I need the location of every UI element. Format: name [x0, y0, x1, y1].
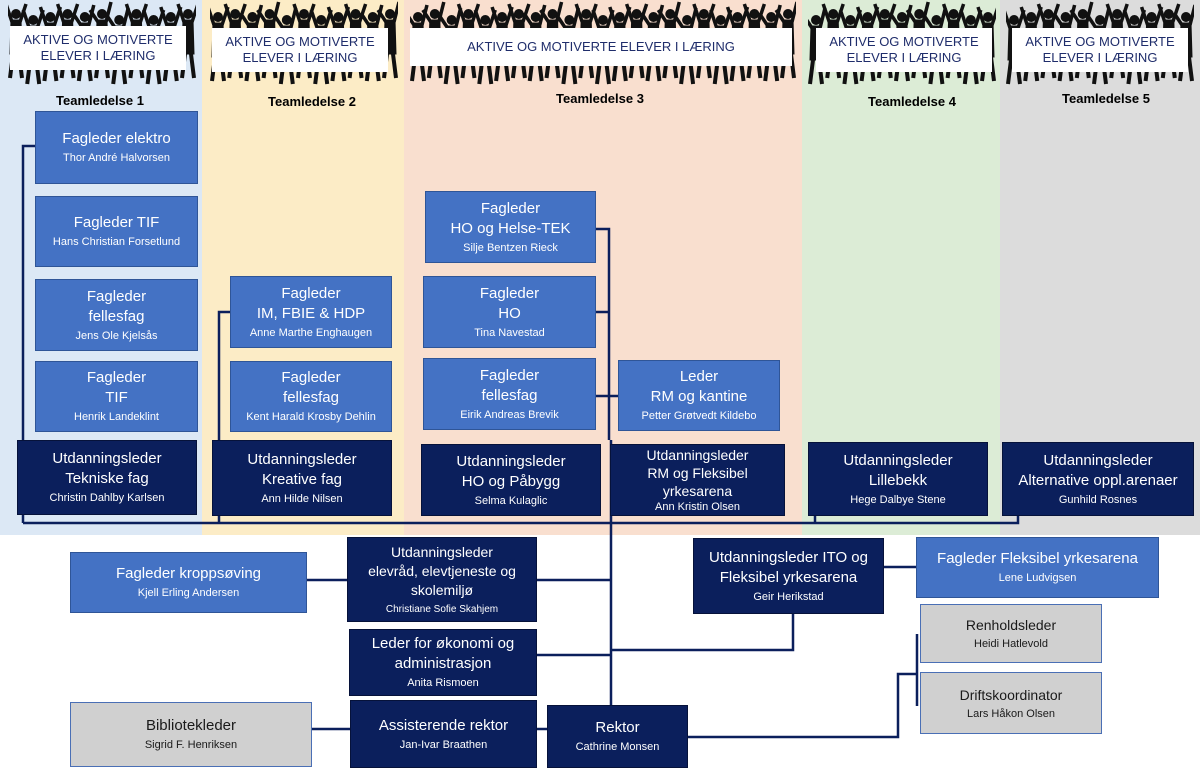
box-bibliotekleder[interactable]: Bibliotekleder Sigrid F. Henriksen: [70, 702, 312, 767]
box-name: Henrik Landeklint: [74, 411, 159, 423]
box-utdanningsleder-kreative-fag[interactable]: Utdanningsleder Kreative fag Ann Hilde N…: [212, 440, 392, 516]
box-fagleder-fleksibel-yrkesarena[interactable]: Fagleder Fleksibel yrkesarena Lene Ludvi…: [916, 537, 1159, 598]
box-title: Fagleder TIF: [86, 369, 147, 406]
team-label-5: Teamledelse 5: [1062, 91, 1150, 106]
box-name: Anita Rismoen: [407, 677, 479, 689]
box-title: Fagleder HO: [479, 284, 540, 322]
box-name: Thor André Halvorsen: [63, 152, 170, 164]
banner-team-2: AKTIVE OG MOTIVERTE ELEVER I LÆRING: [212, 28, 388, 72]
box-name: Hans Christian Forsetlund: [52, 236, 181, 248]
box-title: Driftskoordinator: [959, 686, 1063, 703]
banner-team-5: AKTIVE OG MOTIVERTE ELEVER I LÆRING: [1012, 28, 1188, 72]
box-fagleder-fellesfag-2[interactable]: Fagleder fellesfag Kent Harald Krosby De…: [230, 361, 392, 432]
box-fagleder-elektro[interactable]: Fagleder elektro Thor André Halvorsen: [35, 111, 198, 184]
box-utdanningsleder-alternative[interactable]: Utdanningsleder Alternative oppl.arenaer…: [1002, 442, 1194, 516]
box-name: Ann Hilde Nilsen: [261, 492, 343, 505]
box-utdanningsleder-tekniske-fag[interactable]: Utdanningsleder Tekniske fag Christin Da…: [17, 440, 197, 515]
box-rektor[interactable]: Rektor Cathrine Monsen: [547, 705, 688, 768]
team-label-2: Teamledelse 2: [268, 94, 356, 109]
box-utdanningsleder-elevrad[interactable]: Utdanningsleder elevråd, elevtjeneste og…: [347, 537, 537, 622]
box-driftskoordinator[interactable]: Driftskoordinator Lars Håkon Olsen: [920, 672, 1102, 734]
box-title: Utdanningsleder RM og Fleksibel yrkesare…: [646, 446, 749, 499]
box-utdanningsleder-lillebekk[interactable]: Utdanningsleder Lillebekk Hege Dalbye St…: [808, 442, 988, 516]
box-name: Christiane Sofie Skahjem: [385, 603, 499, 615]
box-title: Utdanningsleder Tekniske fag: [52, 450, 162, 487]
box-name: Jan-Ivar Braathen: [399, 738, 488, 751]
banner-text: AKTIVE OG MOTIVERTE ELEVER I LÆRING: [23, 32, 173, 63]
box-name: Ann Kristin Olsen: [655, 500, 740, 513]
banner-team-3: AKTIVE OG MOTIVERTE ELEVER I LÆRING: [410, 28, 792, 66]
box-title: Fagleder IM, FBIE & HDP: [256, 284, 366, 322]
box-assisterende-rektor[interactable]: Assisterende rektor Jan-Ivar Braathen: [350, 700, 537, 768]
team-label-3: Teamledelse 3: [556, 91, 644, 106]
box-title: Fagleder elektro: [62, 130, 171, 147]
team-label-4: Teamledelse 4: [868, 94, 956, 109]
box-fagleder-kroppsoving[interactable]: Fagleder kroppsøving Kjell Erling Anders…: [70, 552, 307, 613]
box-name: Eirik Andreas Brevik: [460, 408, 559, 421]
box-name: Petter Grøtvedt Kildebo: [641, 410, 757, 422]
banner-text: AKTIVE OG MOTIVERTE ELEVER I LÆRING: [829, 34, 979, 65]
box-name: Lars Håkon Olsen: [966, 707, 1056, 720]
box-name: Selma Kulaglic: [474, 494, 548, 507]
banner-text: AKTIVE OG MOTIVERTE ELEVER I LÆRING: [225, 34, 375, 65]
box-title: Fagleder Fleksibel yrkesarena: [937, 550, 1138, 567]
box-fagleder-ho-helse-tek[interactable]: Fagleder HO og Helse-TEK Silje Bentzen R…: [425, 191, 596, 263]
box-renholdsleder[interactable]: Renholdsleder Heidi Hatlevold: [920, 604, 1102, 663]
box-title: Utdanningsleder ITO og Fleksibel yrkesar…: [709, 548, 868, 586]
box-name: Heidi Hatlevold: [974, 638, 1048, 650]
box-name: Tina Navestad: [474, 326, 545, 339]
box-title: Leder RM og kantine: [650, 368, 748, 405]
box-name: Anne Marthe Enghaugen: [249, 326, 373, 339]
box-name: Kjell Erling Andersen: [137, 587, 240, 599]
box-fagleder-tif-1[interactable]: Fagleder TIF Hans Christian Forsetlund: [35, 196, 198, 267]
box-name: Hege Dalbye Stene: [850, 493, 946, 506]
box-fagleder-tif-2[interactable]: Fagleder TIF Henrik Landeklint: [35, 361, 198, 432]
box-utdanningsleder-ito-fleksibel[interactable]: Utdanningsleder ITO og Fleksibel yrkesar…: [693, 538, 884, 614]
box-fagleder-fellesfag-1[interactable]: Fagleder fellesfag Jens Ole Kjelsås: [35, 279, 198, 351]
box-title: Rektor: [595, 719, 640, 736]
box-title: Utdanningsleder Lillebekk: [843, 451, 953, 489]
box-title: Assisterende rektor: [378, 716, 509, 734]
box-title: Utdanningsleder elevråd, elevtjeneste og…: [368, 543, 516, 598]
box-title: Renholdsleder: [965, 617, 1057, 633]
box-utdanningsleder-ho-pabygg[interactable]: Utdanningsleder HO og Påbygg Selma Kulag…: [421, 444, 601, 516]
box-utdanningsleder-rm-fleksibel[interactable]: Utdanningsleder RM og Fleksibel yrkesare…: [610, 444, 785, 516]
box-title: Leder for økonomi og administrasjon: [371, 635, 515, 672]
team-label-1: Teamledelse 1: [56, 93, 144, 108]
box-leder-rm-kantine[interactable]: Leder RM og kantine Petter Grøtvedt Kild…: [618, 360, 780, 431]
box-title: Fagleder HO og Helse-TEK: [450, 199, 571, 237]
box-title: Fagleder fellesfag: [86, 287, 147, 325]
box-title: Utdanningsleder HO og Påbygg: [456, 452, 566, 490]
box-name: Geir Herikstad: [753, 590, 824, 603]
box-name: Christin Dahlby Karlsen: [49, 492, 165, 504]
box-name: Gunhild Rosnes: [1058, 493, 1138, 506]
box-name: Lene Ludvigsen: [998, 572, 1077, 584]
box-title: Fagleder fellesfag: [281, 369, 341, 406]
box-title: Fagleder TIF: [73, 214, 160, 231]
box-fagleder-ho[interactable]: Fagleder HO Tina Navestad: [423, 276, 596, 348]
box-fagleder-im-fbie-hdp[interactable]: Fagleder IM, FBIE & HDP Anne Marthe Engh…: [230, 276, 392, 348]
box-title: Utdanningsleder Kreative fag: [247, 450, 357, 488]
box-leder-okonomi-administrasjon[interactable]: Leder for økonomi og administrasjon Anit…: [349, 629, 537, 696]
box-fagleder-fellesfag-3[interactable]: Fagleder fellesfag Eirik Andreas Brevik: [423, 358, 596, 430]
box-name: Jens Ole Kjelsås: [75, 329, 158, 342]
banner-team-4: AKTIVE OG MOTIVERTE ELEVER I LÆRING: [816, 28, 992, 72]
banner-text: AKTIVE OG MOTIVERTE ELEVER I LÆRING: [467, 39, 735, 54]
box-title: Utdanningsleder Alternative oppl.arenaer: [1018, 451, 1178, 489]
box-title: Fagleder fellesfag: [479, 366, 540, 404]
banner-team-1: AKTIVE OG MOTIVERTE ELEVER I LÆRING: [10, 26, 186, 70]
box-name: Silje Bentzen Rieck: [463, 241, 558, 254]
box-name: Sigrid F. Henriksen: [144, 739, 238, 751]
banner-text: AKTIVE OG MOTIVERTE ELEVER I LÆRING: [1025, 34, 1175, 65]
box-title: Fagleder kroppsøving: [115, 565, 262, 582]
box-title: Bibliotekleder: [145, 717, 237, 734]
box-name: Cathrine Monsen: [575, 741, 660, 753]
box-name: Kent Harald Krosby Dehlin: [246, 411, 376, 423]
